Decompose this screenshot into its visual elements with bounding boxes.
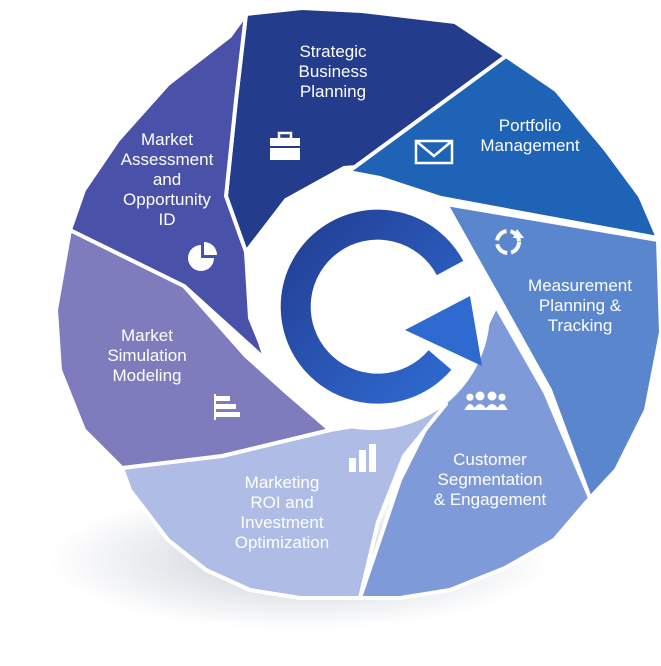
segment-label-line: Opportunity bbox=[123, 190, 211, 209]
segment-label-line: and bbox=[152, 170, 182, 189]
segment-label-line: Assessment bbox=[120, 150, 214, 169]
stacked-bars-icon bbox=[214, 394, 240, 420]
bar-chart-icon bbox=[349, 444, 376, 472]
cycle-arrows-icon bbox=[495, 229, 524, 255]
segment-label-line: Customer bbox=[453, 450, 527, 469]
segment-measurement[interactable] bbox=[444, 202, 661, 500]
refresh-arrow-icon bbox=[280, 209, 482, 404]
envelope-icon bbox=[414, 139, 454, 165]
segment-label-line: Measurement bbox=[528, 276, 632, 295]
segment-label-line: ID bbox=[158, 210, 176, 229]
segments-group bbox=[54, 6, 661, 600]
segment-simulation[interactable] bbox=[54, 228, 332, 470]
segment-label-line: Strategic bbox=[299, 42, 367, 61]
segment-label-line: Simulation bbox=[107, 346, 187, 365]
segment-label-line: Segmentation bbox=[437, 470, 543, 489]
segment-label-line: Planning & bbox=[538, 296, 622, 315]
segment-label-line: Investment bbox=[240, 513, 324, 532]
pie-chart-icon bbox=[188, 242, 217, 271]
people-group-icon bbox=[464, 391, 508, 410]
segment-label-line: Business bbox=[298, 62, 368, 81]
segment-label-line: Tracking bbox=[547, 316, 613, 335]
segment-label-line: & Engagement bbox=[433, 490, 547, 509]
segment-label-line: Portfolio bbox=[498, 116, 562, 135]
segment-label-line: Market bbox=[141, 130, 193, 149]
segment-label-line: Modeling bbox=[112, 366, 182, 385]
briefcase-icon bbox=[270, 131, 300, 160]
segment-label-line: Management bbox=[480, 136, 580, 155]
segment-label-line: Planning bbox=[299, 82, 367, 101]
segment-label-line: Market bbox=[121, 326, 173, 345]
segment-label-line: Marketing bbox=[244, 473, 320, 492]
segment-label-line: Optimization bbox=[234, 533, 330, 552]
segment-label-line: ROI and bbox=[250, 493, 314, 512]
